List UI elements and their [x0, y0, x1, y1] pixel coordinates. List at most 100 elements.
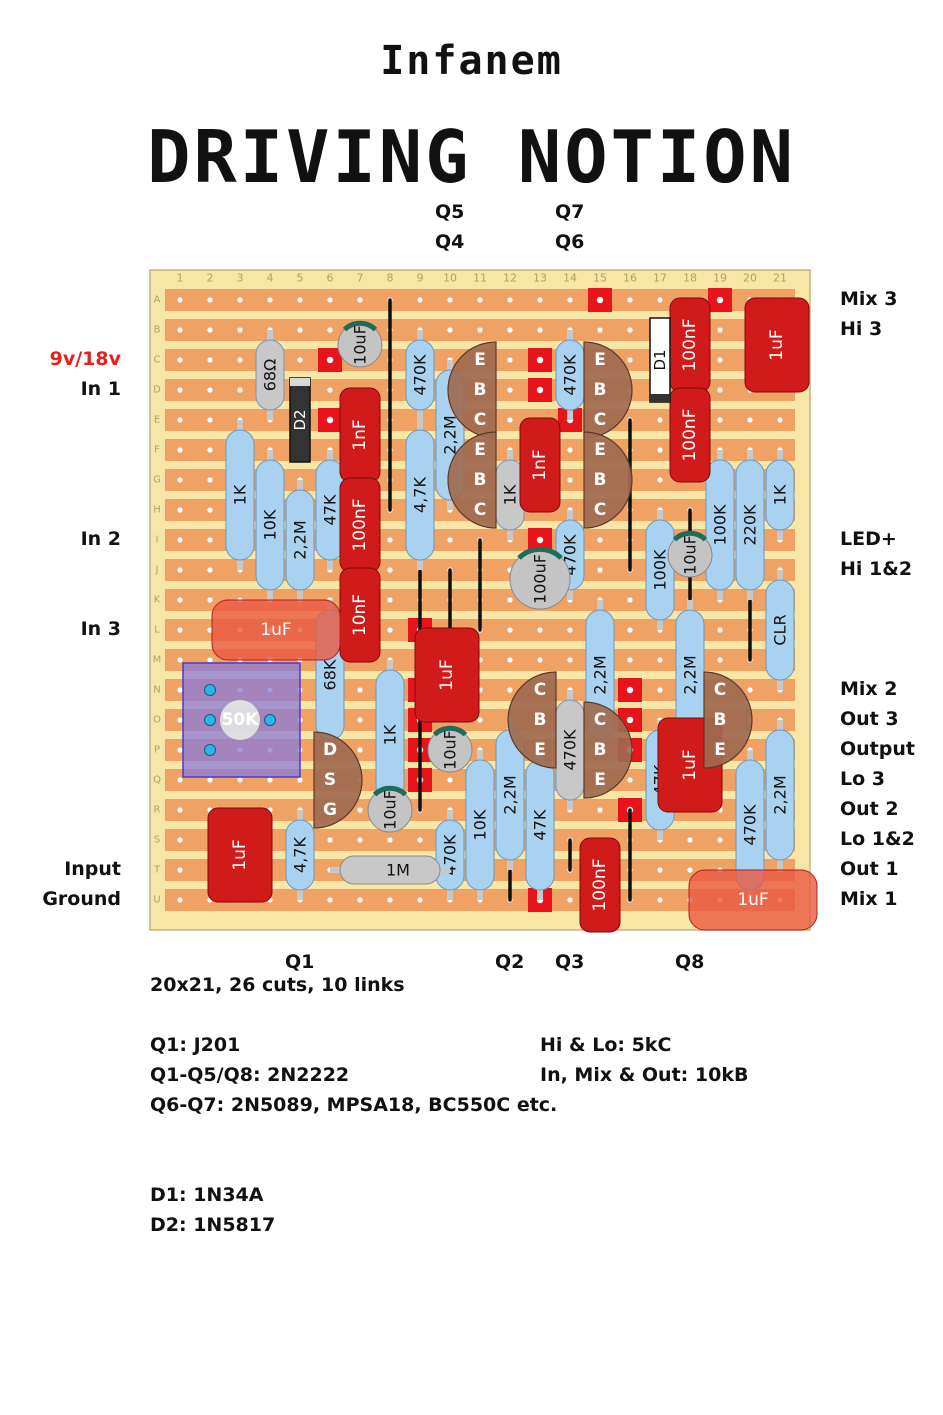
resistor: 2,2M	[495, 720, 525, 870]
strip-hole	[177, 747, 183, 753]
strip-hole	[447, 297, 453, 303]
strip-hole	[177, 477, 183, 483]
row-letter: N	[153, 685, 160, 696]
resistor: CLR	[765, 570, 795, 690]
strip-hole	[657, 657, 663, 663]
strip-hole	[207, 297, 213, 303]
resistor-label: 4,7K	[291, 837, 310, 873]
electrolytic-label: 10uF	[381, 790, 400, 830]
resistor-waist	[409, 442, 431, 548]
strip-hole	[447, 327, 453, 333]
right-label: Mix 3	[840, 288, 898, 310]
resistor: 2,2M	[285, 480, 315, 600]
strip-hole	[177, 687, 183, 693]
left-label: In 2	[80, 528, 121, 550]
row-letter: R	[154, 805, 161, 816]
electrolytic-stripe	[672, 530, 708, 542]
resistor: 1K	[375, 660, 405, 810]
diode: D1	[649, 317, 671, 403]
capacitor-body	[211, 599, 341, 661]
strip-hole	[207, 657, 213, 663]
strip-hole	[627, 327, 633, 333]
row-letter: M	[153, 655, 162, 666]
transistor-body	[703, 671, 753, 769]
resistor: 470K	[405, 330, 435, 420]
left-label: Input	[64, 858, 121, 880]
resistor-label: 1K	[501, 484, 520, 505]
transistor-pin-label: B	[474, 470, 487, 490]
strip-hole	[507, 327, 513, 333]
resistor-waist	[649, 532, 671, 608]
capacitor-label: 100nF	[350, 498, 370, 551]
resistor-label: 100K	[651, 549, 670, 591]
strip-hole	[207, 507, 213, 513]
strip-hole	[387, 837, 393, 843]
film-capacitor: 1uF	[207, 807, 273, 903]
capacitor-body	[207, 807, 273, 903]
strip-hole	[237, 357, 243, 363]
track-cut-hole	[536, 356, 544, 364]
resistor-waist	[289, 832, 311, 878]
transistor-top-label: Q6	[555, 231, 585, 253]
strip-hole	[507, 687, 513, 693]
pot-lug	[204, 744, 216, 756]
column-number: 13	[533, 272, 547, 285]
resistor-waist	[469, 772, 491, 878]
resistor-label: 2,2M	[771, 775, 790, 814]
strip-hole	[177, 867, 183, 873]
strip-hole	[387, 897, 393, 903]
resistor-label: 470K	[741, 804, 760, 846]
transistor-pin-label: D	[323, 740, 337, 760]
strip-hole	[627, 597, 633, 603]
electrolytic-capacitor: 10uF	[337, 320, 383, 368]
column-number: 11	[473, 272, 487, 285]
capacitor-label: 1uF	[437, 659, 457, 690]
row-letter: B	[154, 325, 161, 336]
strip-hole	[717, 357, 723, 363]
strip-hole	[597, 807, 603, 813]
row-letter: D	[153, 385, 161, 396]
row-letter: I	[156, 535, 159, 546]
transistor-pin-label: G	[323, 800, 337, 820]
transistor-pin-label: C	[594, 500, 606, 520]
resistor-label: 1K	[771, 484, 790, 505]
strip-hole	[537, 657, 543, 663]
note-line: Q6-Q7: 2N5089, MPSA18, BC550C etc.	[150, 1094, 558, 1116]
transistor-body	[507, 671, 557, 769]
resistor-label: 1K	[381, 724, 400, 745]
transistor-pin-label: C	[594, 710, 606, 730]
column-number: 16	[623, 272, 637, 285]
resistor: 47K	[525, 750, 555, 900]
capacitor-body	[579, 837, 621, 933]
strip-hole	[567, 297, 573, 303]
column-number: 20	[743, 272, 757, 285]
resistor-label: 470K	[561, 354, 580, 396]
pot-shaft	[220, 700, 260, 740]
resistor-body	[339, 855, 441, 885]
strip-hole	[177, 627, 183, 633]
strip-hole	[207, 357, 213, 363]
resistor-waist	[289, 502, 311, 578]
capacitor-label: 1uF	[680, 749, 700, 780]
resistor-label: 10K	[261, 509, 280, 540]
column-number: 21	[773, 272, 787, 285]
row-letter: T	[153, 865, 161, 876]
capacitor-body	[669, 387, 711, 483]
transistor-pin-label: S	[324, 770, 336, 790]
note-line: Q1-Q5/Q8: 2N2222	[150, 1064, 350, 1086]
strip-hole	[597, 327, 603, 333]
row-letter: U	[153, 895, 160, 906]
strip-hole	[177, 777, 183, 783]
column-number: 10	[443, 272, 457, 285]
strip-hole	[297, 327, 303, 333]
strip-hole	[567, 477, 573, 483]
column-number: 8	[387, 272, 394, 285]
resistor: 4,7K	[285, 810, 315, 900]
column-number: 3	[237, 272, 244, 285]
row-letter: K	[154, 595, 161, 606]
right-label: Output	[840, 738, 915, 760]
track-cut-hole	[626, 716, 634, 724]
resistor-waist	[769, 592, 791, 668]
strip-hole	[507, 417, 513, 423]
resistor-label: 68K	[321, 659, 340, 690]
